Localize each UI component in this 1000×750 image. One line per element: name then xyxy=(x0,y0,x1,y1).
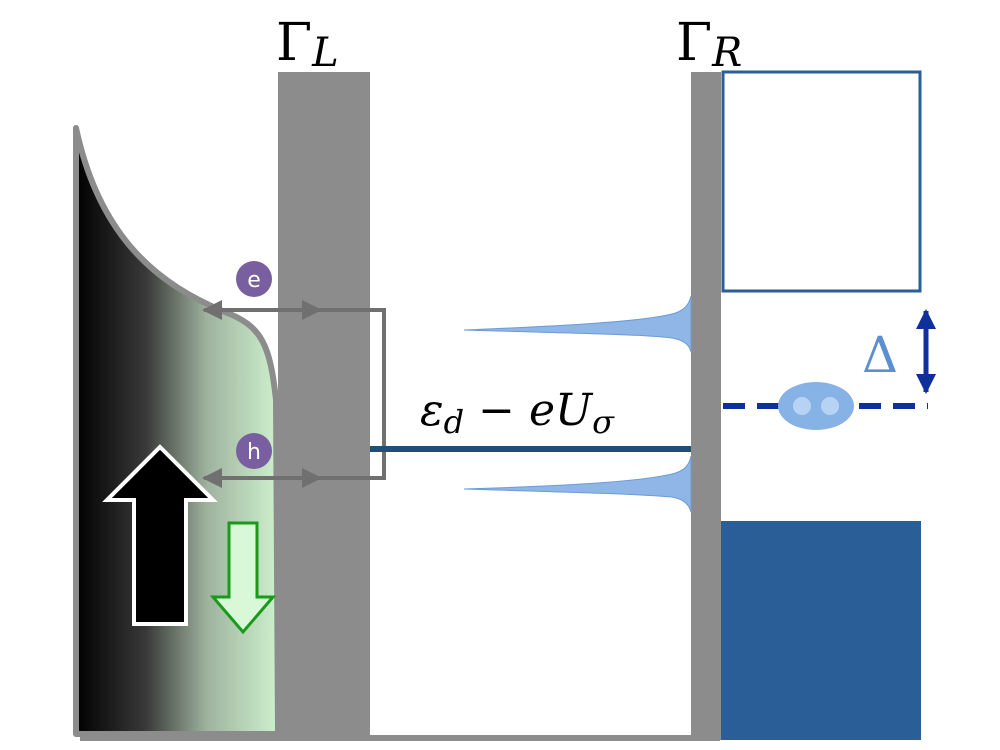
svg-text:h: h xyxy=(247,440,261,465)
gamma-right-label: ΓR xyxy=(676,13,742,76)
gap-label: Δ xyxy=(862,326,898,384)
ferromagnet-dos xyxy=(73,125,281,737)
superconductor-filled-band xyxy=(721,521,921,740)
dot-level-label: εd − eUσ xyxy=(420,385,615,441)
spin-up-arrow-icon xyxy=(102,444,218,626)
electron-marker: e xyxy=(236,261,272,297)
superconductor-empty-band xyxy=(721,70,922,293)
right-barrier xyxy=(691,72,721,740)
svg-text:e: e xyxy=(247,268,261,293)
andreev-path xyxy=(290,308,386,480)
cooper-pair-icon xyxy=(778,382,854,430)
left-barrier xyxy=(278,72,370,736)
spin-down-arrow-icon xyxy=(209,521,277,635)
hole-marker: h xyxy=(236,433,272,469)
upper-resonance xyxy=(463,295,692,353)
gamma-left-label: ΓL xyxy=(276,13,339,76)
lower-resonance xyxy=(463,455,692,513)
